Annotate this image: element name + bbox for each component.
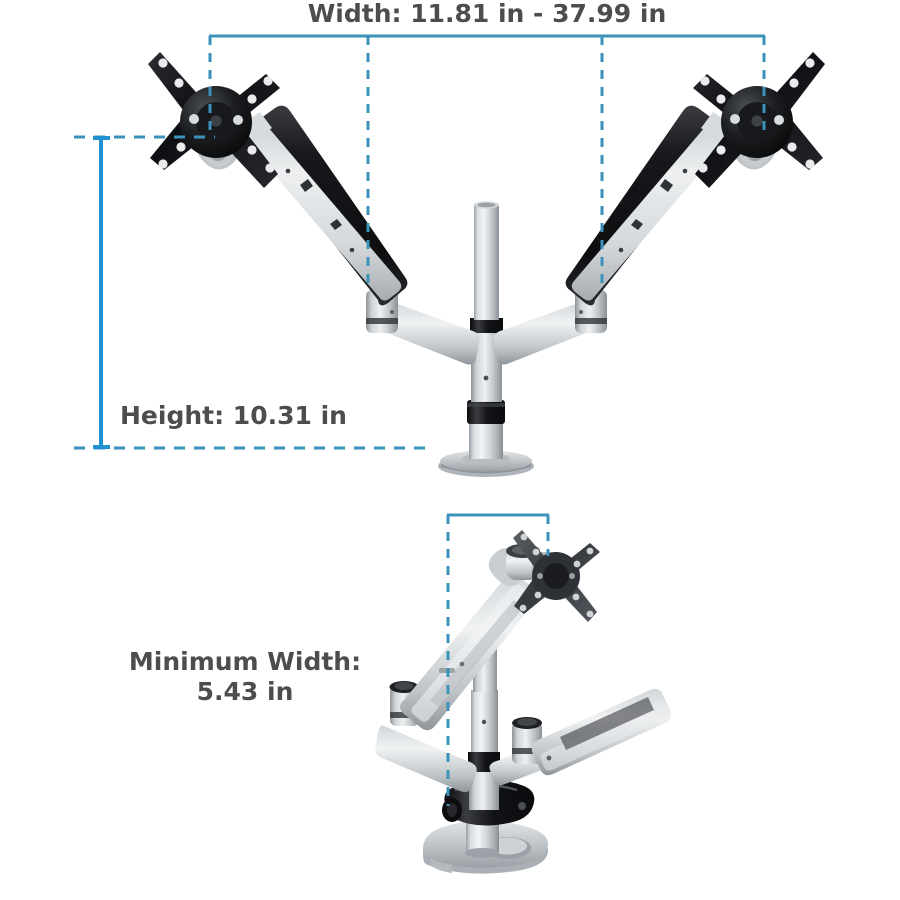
bottom-view (375, 530, 672, 874)
top-view (148, 52, 825, 477)
minimum-width-dimension: Minimum Width: 5.43 in (129, 513, 550, 806)
height-label: Height: 10.31 in (120, 401, 347, 430)
gas-spring-arm-left (148, 52, 408, 333)
vesa-plate-left (148, 52, 280, 188)
lower-cross-arms (375, 301, 598, 365)
gas-spring-arm-rear (489, 688, 672, 786)
width-label: Width: 11.81 in - 37.99 in (308, 0, 667, 28)
minimum-width-label-line2: 5.43 in (197, 677, 294, 706)
vesa-plate-right (693, 52, 825, 188)
gas-spring-arm-right (565, 52, 825, 333)
minimum-width-label-line1: Minimum Width: (129, 647, 361, 676)
height-dimension: Height: 10.31 in (74, 135, 430, 450)
vesa-plate-bottom-view (513, 530, 600, 622)
gas-spring-arm-front (375, 530, 600, 793)
width-dimension: Width: 11.81 in - 37.99 in (208, 0, 766, 288)
